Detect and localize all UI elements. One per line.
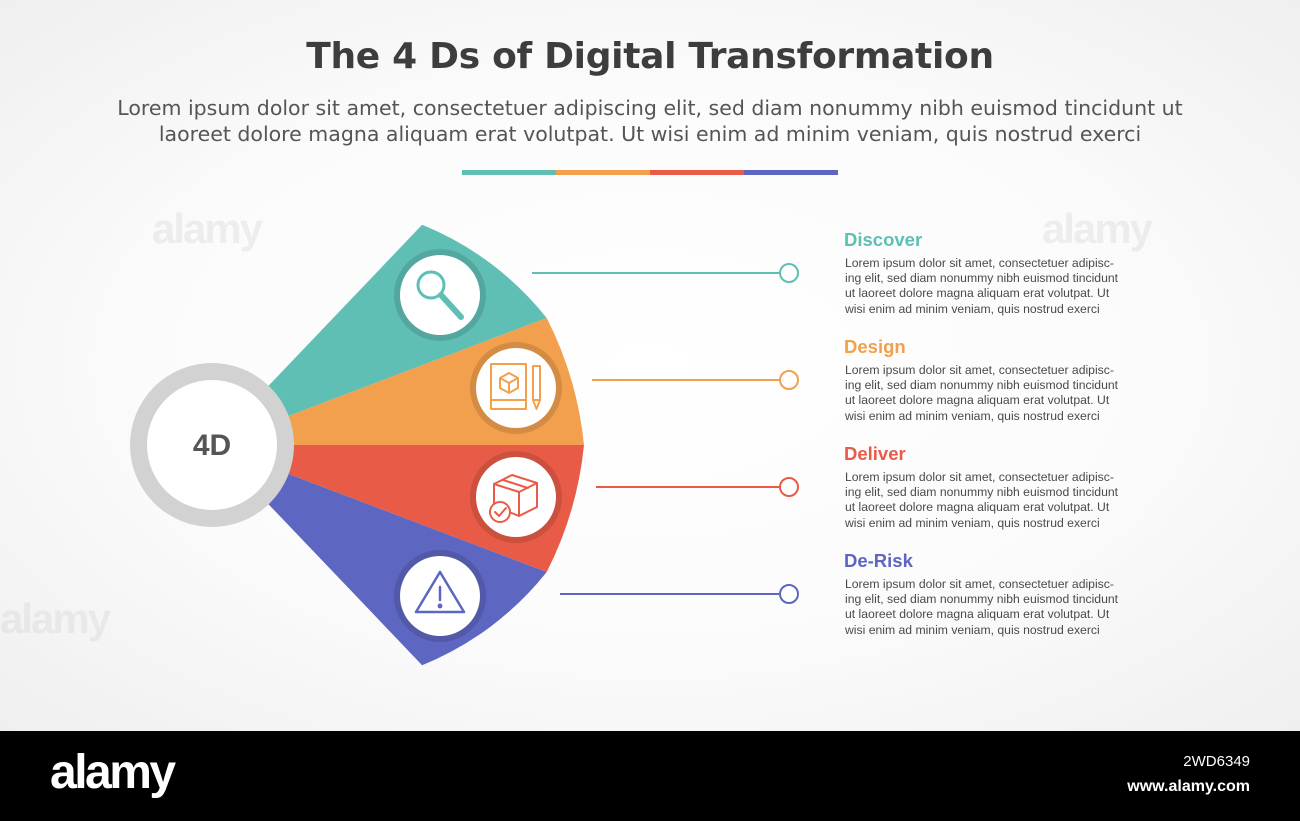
desc-line: ut laoreet dolore magna aliquam erat vol…: [845, 607, 1110, 622]
blueprint-pencil-icon: [490, 363, 541, 410]
underline-segment-purple: [744, 170, 838, 175]
desc-line: wisi enim ad minim veniam, quis nostrud …: [845, 515, 1100, 530]
page-title: The 4 Ds of Digital Transformation: [306, 36, 994, 77]
desc-line: Lorem ipsum dolor sit amet, consectetuer…: [845, 363, 1114, 377]
center-label: 4D: [193, 429, 231, 462]
warning-triangle-icon: [414, 570, 466, 614]
item-desc-derisk: Lorem ipsum dolor sit amet, consectetuer…: [845, 577, 1175, 638]
item-label-derisk: De-Risk: [844, 550, 913, 571]
footer-url: www.alamy.com: [1127, 778, 1250, 795]
connector-derisk: [560, 584, 799, 604]
desc-line: wisi enim ad minim veniam, quis nostrud …: [845, 408, 1100, 423]
infographic-canvas: alamy alamy alamy The 4 Ds of Digital Tr…: [0, 0, 1300, 731]
connector-discover: [532, 263, 799, 283]
design-icon-badge: [470, 342, 562, 434]
watermark: alamy: [152, 205, 263, 252]
discover-icon-badge: [394, 249, 486, 341]
item-desc-design: Lorem ipsum dolor sit amet, consectetuer…: [845, 363, 1175, 424]
desc-line: Lorem ipsum dolor sit amet, consectetuer…: [845, 577, 1114, 591]
desc-line: ut laoreet dolore magna aliquam erat vol…: [845, 286, 1110, 301]
derisk-icon-badge: [394, 550, 486, 642]
item-label-design: Design: [844, 336, 906, 357]
magnifier-icon: [416, 270, 464, 320]
desc-line: wisi enim ad minim veniam, quis nostrud …: [845, 301, 1100, 316]
desc-line: ing elit, sed diam nonummy nibh euismod …: [845, 378, 1119, 393]
desc-line: Lorem ipsum dolor sit amet, consectetuer…: [845, 256, 1114, 270]
subtitle-line: Lorem ipsum dolor sit amet, consectetuer…: [117, 96, 1183, 120]
title-underline: [462, 170, 838, 175]
footer-logo: alamy: [50, 746, 176, 799]
item-desc-deliver: Lorem ipsum dolor sit amet, consectetuer…: [845, 470, 1175, 531]
desc-line: wisi enim ad minim veniam, quis nostrud …: [845, 622, 1100, 637]
desc-line: Lorem ipsum dolor sit amet, consectetuer…: [845, 470, 1114, 484]
watermark: alamy: [1042, 205, 1153, 252]
stock-footer-bar: alamy 2WD6349 www.alamy.com: [0, 731, 1300, 821]
item-label-deliver: Deliver: [844, 443, 906, 464]
fan-diagram: 4D: [130, 224, 799, 666]
footer-image-id: 2WD6349: [1183, 753, 1250, 770]
desc-line: ing elit, sed diam nonummy nibh euismod …: [845, 485, 1119, 500]
desc-line: ut laoreet dolore magna aliquam erat vol…: [845, 500, 1110, 515]
underline-segment-teal: [462, 170, 556, 175]
center-disc: [147, 380, 277, 510]
desc-line: ing elit, sed diam nonummy nibh euismod …: [845, 271, 1119, 286]
page-subtitle: Lorem ipsum dolor sit amet, consectetuer…: [90, 95, 1210, 147]
watermark: alamy: [0, 595, 111, 642]
package-check-icon: [489, 474, 538, 523]
underline-segment-orange: [556, 170, 650, 175]
item-desc-discover: Lorem ipsum dolor sit amet, consectetuer…: [845, 256, 1175, 317]
desc-line: ing elit, sed diam nonummy nibh euismod …: [845, 592, 1119, 607]
connector-design: [592, 370, 799, 390]
desc-line: ut laoreet dolore magna aliquam erat vol…: [845, 393, 1110, 408]
deliver-icon-badge: [470, 451, 562, 543]
subtitle-line: laoreet dolore magna aliquam erat volutp…: [158, 122, 1142, 146]
item-label-discover: Discover: [844, 229, 923, 250]
connector-deliver: [596, 477, 799, 497]
underline-segment-red: [650, 170, 744, 175]
